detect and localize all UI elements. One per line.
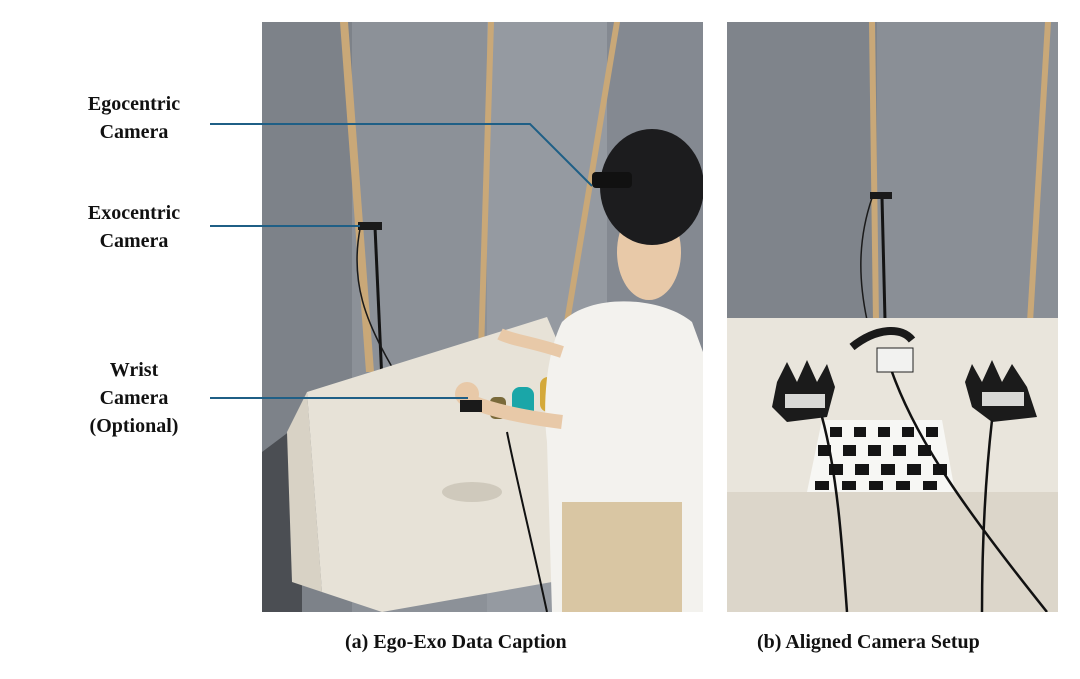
caption-a: (a) Ego-Exo Data Caption [345,631,567,653]
wrist-camera-device [460,400,482,412]
label-egocentric-camera: Egocentric Camera [54,90,214,146]
label-line: Camera [99,387,169,409]
table-cloth-side [287,392,322,592]
headset-strap [849,326,916,351]
person-arm-upper [497,328,564,358]
tripod-cable [356,228,393,368]
photo-aligned-camera-setup [727,22,1058,612]
exocentric-camera-device [870,192,892,199]
wood-trim [869,22,879,322]
label-line: Egocentric [87,93,181,115]
tripod-pole [880,196,887,321]
glove-cable [820,416,849,612]
label-exocentric-camera: Exocentric Camera [54,199,214,255]
tripod-pole [373,226,384,383]
label-line: Exocentric [87,202,181,224]
headset-cable [890,371,1048,612]
scene-a-illustration [262,22,703,612]
wood-trim [478,22,494,352]
scene-b-illustration [727,22,1058,612]
egocentric-camera-device [592,172,632,188]
headset-marker [876,347,914,373]
label-wrist-camera: Wrist Camera (Optional) [54,356,214,440]
left-wall-panel [727,22,877,322]
wood-trim [340,22,374,372]
tripod-cable [860,197,873,321]
glove-cable [980,419,994,612]
label-line: Wrist [109,359,159,381]
left-glove [772,360,835,422]
table-cloth-fringe [727,492,1058,612]
wood-trim [1027,22,1051,322]
table-cloth [307,317,562,612]
exocentric-camera-device [358,222,382,230]
photo-ego-exo-capture [262,22,703,612]
person-pants [562,502,682,612]
caption-b: (b) Aligned Camera Setup [757,631,980,653]
hand-shadow [442,482,502,502]
person-hair [600,129,703,245]
wrist-cable [506,431,548,612]
calibration-checkerboard [807,420,955,492]
label-line: Camera [99,121,169,143]
right-glove [965,360,1037,422]
label-line: (Optional) [89,415,179,437]
label-line: Camera [99,230,169,252]
